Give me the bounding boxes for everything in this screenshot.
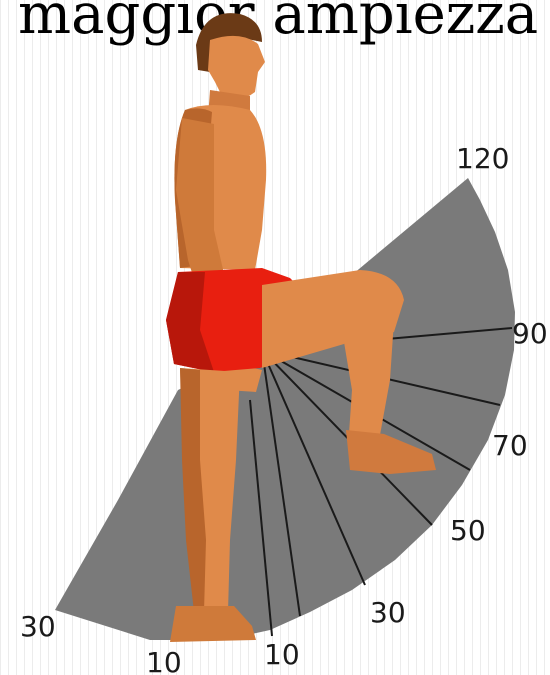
angle-label-30-back: 30 bbox=[20, 610, 56, 643]
shorts-shading bbox=[166, 272, 214, 372]
angle-label-10-front: 10 bbox=[264, 638, 300, 671]
range-sector bbox=[55, 178, 515, 640]
head bbox=[208, 35, 265, 100]
angle-line-20 bbox=[261, 349, 301, 617]
angle-label-10-back: 10 bbox=[146, 646, 182, 675]
angle-label-120: 120 bbox=[456, 142, 509, 175]
angle-line-40 bbox=[261, 349, 366, 586]
standing-leg-shading bbox=[180, 368, 206, 612]
angle-line-10 bbox=[249, 399, 273, 637]
standing-man-figure bbox=[166, 13, 436, 642]
angle-label-50: 50 bbox=[450, 514, 486, 547]
caption-text: maggior ampiezza re bbox=[18, 0, 550, 47]
angle-label-30-front: 30 bbox=[370, 596, 406, 629]
raised-foot bbox=[346, 430, 436, 474]
raised-shin bbox=[342, 320, 394, 448]
angle-label-70: 70 bbox=[492, 429, 528, 462]
raised-thigh bbox=[262, 270, 404, 368]
standing-foot bbox=[170, 606, 256, 642]
angle-label-90: 90 bbox=[512, 317, 548, 350]
